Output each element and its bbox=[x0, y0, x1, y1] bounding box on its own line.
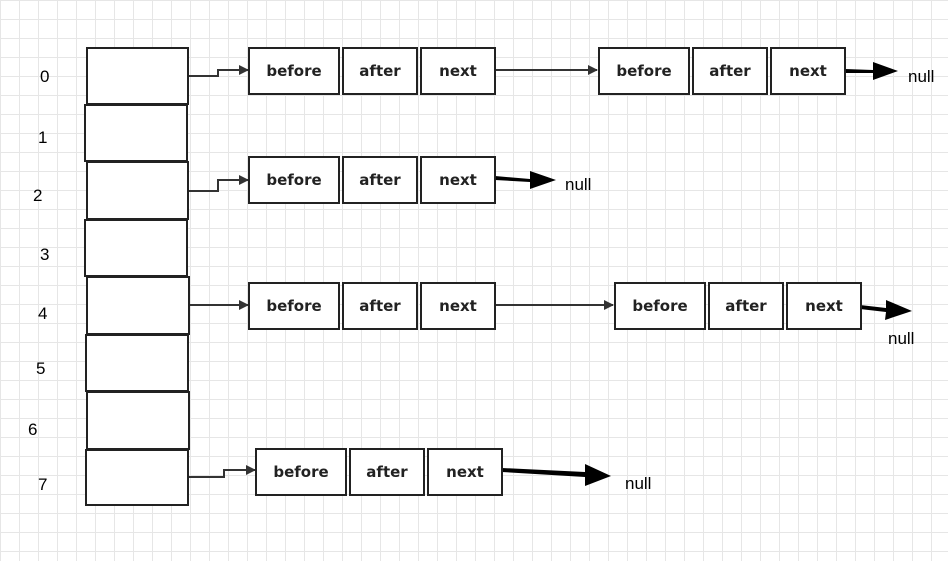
after-field: after bbox=[692, 47, 768, 95]
next-field: next bbox=[420, 47, 496, 95]
after-field: after bbox=[708, 282, 784, 330]
entry-node: before after next bbox=[248, 156, 496, 204]
bucket-slot-4 bbox=[86, 276, 190, 335]
null-label-2: null bbox=[565, 175, 592, 194]
bucket-index-0: 0 bbox=[40, 67, 50, 86]
bucket-slot-2 bbox=[86, 161, 189, 220]
bucket-slot-7 bbox=[85, 449, 189, 506]
before-field: before bbox=[255, 448, 347, 496]
bucket-slot-1 bbox=[84, 104, 188, 162]
before-field: before bbox=[598, 47, 690, 95]
bucket-index-7: 7 bbox=[38, 475, 48, 494]
entry-node: before after next bbox=[248, 47, 496, 95]
next-field: next bbox=[420, 156, 496, 204]
bucket-index-6: 6 bbox=[28, 420, 38, 439]
bucket-index-2: 2 bbox=[33, 186, 43, 205]
bucket-index-4: 4 bbox=[38, 304, 48, 323]
bucket-slot-5 bbox=[85, 334, 189, 392]
before-field: before bbox=[248, 47, 340, 95]
next-field: next bbox=[427, 448, 503, 496]
bucket-7-pointer bbox=[189, 465, 256, 478]
null-arrow-0 bbox=[845, 62, 898, 80]
next-field: next bbox=[770, 47, 846, 95]
before-field: before bbox=[248, 282, 340, 330]
entry-node: before after next bbox=[255, 448, 503, 496]
before-field: before bbox=[614, 282, 706, 330]
bucket-0-pointer bbox=[189, 65, 249, 77]
next-field: next bbox=[420, 282, 496, 330]
before-field: before bbox=[248, 156, 340, 204]
entry-node: before after next bbox=[598, 47, 846, 95]
entry-node: before after next bbox=[614, 282, 862, 330]
bucket-index-3: 3 bbox=[40, 245, 50, 264]
bucket-2-pointer bbox=[189, 175, 249, 192]
after-field: after bbox=[342, 47, 418, 95]
bucket-index-1: 1 bbox=[38, 128, 48, 147]
null-label-4: null bbox=[888, 329, 915, 348]
entry-node: before after next bbox=[248, 282, 496, 330]
null-label-0: null bbox=[908, 67, 935, 86]
after-field: after bbox=[349, 448, 425, 496]
next-field: next bbox=[786, 282, 862, 330]
null-arrow-2 bbox=[495, 171, 556, 189]
bucket-index-5: 5 bbox=[36, 359, 46, 378]
after-field: after bbox=[342, 156, 418, 204]
null-label-7: null bbox=[625, 474, 652, 493]
null-arrow-7 bbox=[502, 464, 611, 486]
after-field: after bbox=[342, 282, 418, 330]
null-arrow-4 bbox=[860, 300, 912, 320]
